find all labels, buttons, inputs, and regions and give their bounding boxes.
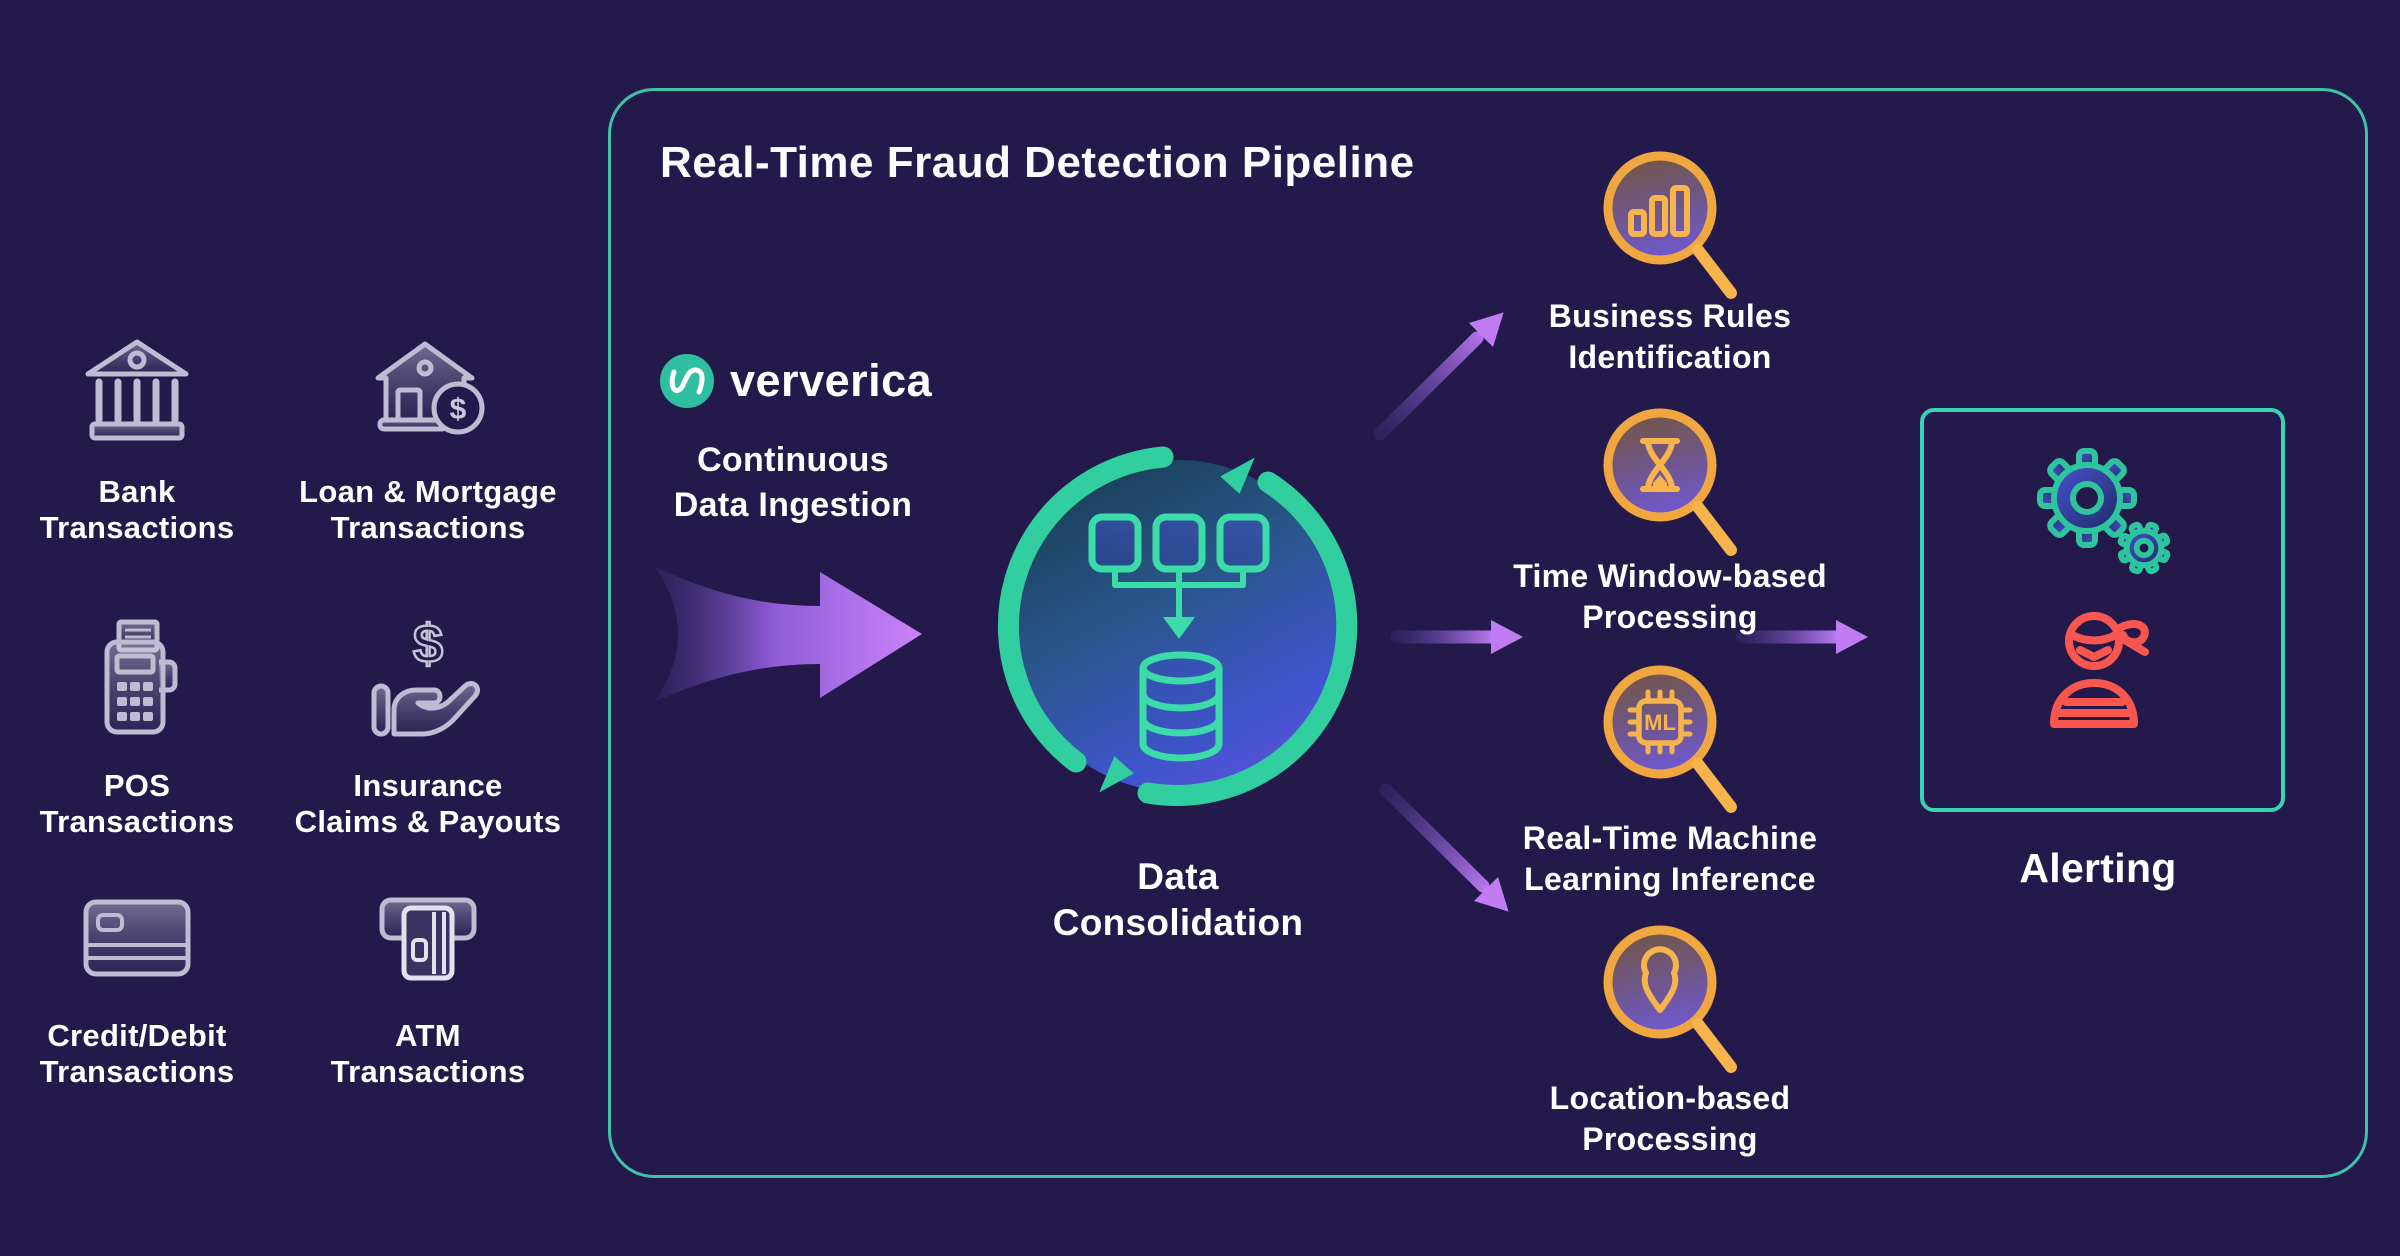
alerting-label: Alerting — [2019, 845, 2177, 891]
source-label-pos: POS Transactions — [0, 768, 287, 840]
source-label-line: Transactions — [39, 804, 235, 839]
ingestion-label: Continuous Data Ingestion — [643, 438, 943, 528]
ml-text: ML — [1644, 710, 1676, 735]
stage-label-line: Time Window-based — [1513, 558, 1827, 594]
ingestion-line: Data Ingestion — [673, 486, 913, 524]
source-label-line: Loan & Mortgage — [299, 474, 557, 509]
hand-dollar-icon: $ — [371, 613, 480, 737]
source-label-line: Transactions — [330, 510, 526, 545]
source-label-atm: ATM Transactions — [278, 1018, 578, 1090]
fraudster-icon — [2050, 612, 2149, 728]
source-label-line: Claims & Payouts — [294, 804, 562, 839]
data-cycle-icon — [997, 446, 1358, 806]
arrow-up-right — [1373, 312, 1504, 441]
source-label-line: Bank — [98, 474, 176, 509]
consolidation-label: Data Consolidation — [1028, 854, 1328, 946]
magnifier-bar-chart-icon — [1603, 151, 1737, 299]
consolidation-line: Consolidation — [1052, 902, 1304, 943]
stage-label-line: Real-Time Machine — [1522, 820, 1818, 856]
source-label-line: Transactions — [39, 1054, 235, 1089]
stage-label-line: Processing — [1582, 599, 1758, 635]
ververica-logo: ververica — [658, 352, 932, 410]
dollar-glyph: $ — [413, 614, 443, 674]
alerting-box — [1920, 408, 2285, 812]
ingestion-arrow — [654, 566, 922, 702]
source-label-line: POS — [103, 768, 171, 803]
source-label-line: Transactions — [330, 1054, 526, 1089]
stage-label-business-rules: Business Rules Identification — [1460, 296, 1880, 378]
magnifier-location-icon — [1603, 925, 1737, 1073]
source-label-line: Insurance — [353, 768, 503, 803]
credit-card-icon — [83, 899, 191, 977]
source-label-loan: Loan & Mortgage Transactions — [278, 474, 578, 546]
dollar-glyph: $ — [450, 393, 467, 426]
stage-label-line: Location-based — [1549, 1080, 1791, 1116]
house-dollar-icon: $ — [375, 341, 485, 435]
stage-label-ml-inference: Real-Time Machine Learning Inference — [1460, 818, 1880, 900]
magnifier-ml-chip-icon: ML — [1603, 665, 1737, 813]
arrow-down-right — [1379, 783, 1509, 912]
source-label-line: Credit/Debit — [47, 1018, 227, 1053]
arrow-right-mid — [1390, 620, 1523, 654]
source-label-line: ATM — [395, 1018, 461, 1053]
consolidation-line: Data — [1137, 856, 1219, 897]
stage-label-line: Processing — [1582, 1121, 1758, 1157]
source-label-credit: Credit/Debit Transactions — [0, 1018, 287, 1090]
atm-icon — [379, 897, 477, 981]
stage-label-line: Learning Inference — [1524, 861, 1816, 897]
ververica-wave-icon — [660, 354, 714, 408]
pipeline-panel — [608, 88, 2368, 1178]
database-icon — [1139, 651, 1223, 762]
ingestion-line: Continuous — [697, 441, 889, 479]
stage-label-line: Identification — [1568, 339, 1772, 375]
source-label-line: Transactions — [39, 510, 235, 545]
source-label-bank: Bank Transactions — [0, 474, 287, 546]
magnifier-hourglass-icon — [1603, 408, 1737, 556]
stage-label-time-window: Time Window-based Processing — [1460, 556, 1880, 638]
source-label-insurance: Insurance Claims & Payouts — [278, 768, 578, 840]
page-title: Real-Time Fraud Detection Pipeline — [660, 138, 1415, 187]
pos-terminal-icon — [104, 619, 178, 735]
bank-icon — [85, 339, 189, 441]
stage-label-location: Location-based Processing — [1460, 1078, 1880, 1160]
arrow-to-alerting — [1735, 620, 1868, 654]
stage-label-line: Business Rules — [1548, 298, 1792, 334]
queue-streams-icon — [1088, 513, 1270, 639]
brand-wordmark: ververica — [730, 355, 933, 406]
gears-icon — [2037, 448, 2171, 575]
